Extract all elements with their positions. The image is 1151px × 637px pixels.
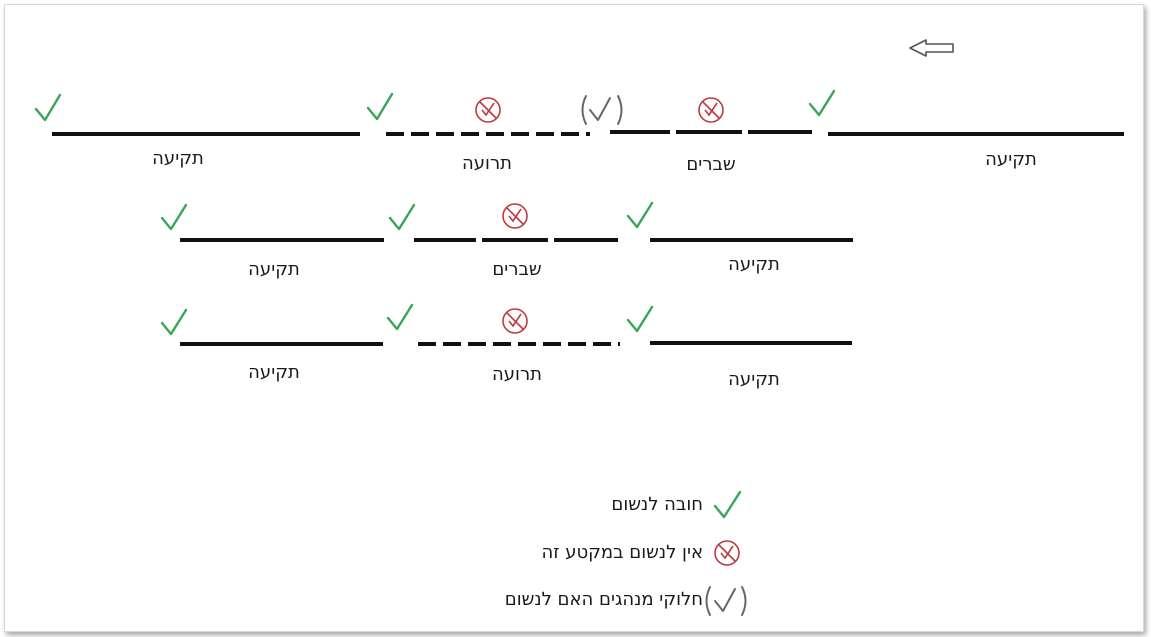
disputed-check-icon: [581, 95, 623, 125]
legend-item-text: חלוקי מנהגים האם לנשום: [504, 589, 703, 610]
legend-no-breath-icon: [714, 540, 740, 566]
check-icon: [626, 305, 654, 333]
check-icon: [808, 89, 836, 117]
no-breath-icon: [475, 97, 501, 123]
check-icon: [386, 303, 414, 331]
no-breath-icon: [502, 203, 528, 229]
segment-label: תקיעה: [152, 148, 204, 169]
arrow-left-icon: [909, 39, 954, 57]
check-icon: [366, 92, 394, 121]
segment-label: שברים: [686, 154, 736, 175]
segment-label: תקיעה: [728, 369, 780, 390]
segment-label: תקיעה: [728, 254, 780, 275]
check-icon: [160, 203, 188, 231]
no-breath-icon: [502, 308, 528, 334]
segment-label: תקיעה: [248, 362, 300, 383]
segment-label: תרועה: [462, 153, 512, 174]
check-icon: [34, 93, 62, 122]
legend-check-icon: [713, 490, 742, 519]
segment-label: תקיעה: [985, 149, 1037, 170]
segment-label: תרועה: [492, 364, 542, 385]
legend-disputed-check-icon: [705, 586, 747, 616]
check-icon: [388, 203, 416, 231]
segment-label: תקיעה: [248, 259, 300, 280]
legend-item-text: חובה לנשום: [611, 494, 703, 515]
legend-item-text: אין לנשום במקטע זה: [541, 542, 704, 563]
segment-label: שברים: [492, 259, 542, 280]
no-breath-icon: [698, 97, 724, 123]
check-icon: [626, 201, 654, 229]
diagram-frame: [4, 4, 1144, 632]
check-icon: [160, 308, 188, 336]
